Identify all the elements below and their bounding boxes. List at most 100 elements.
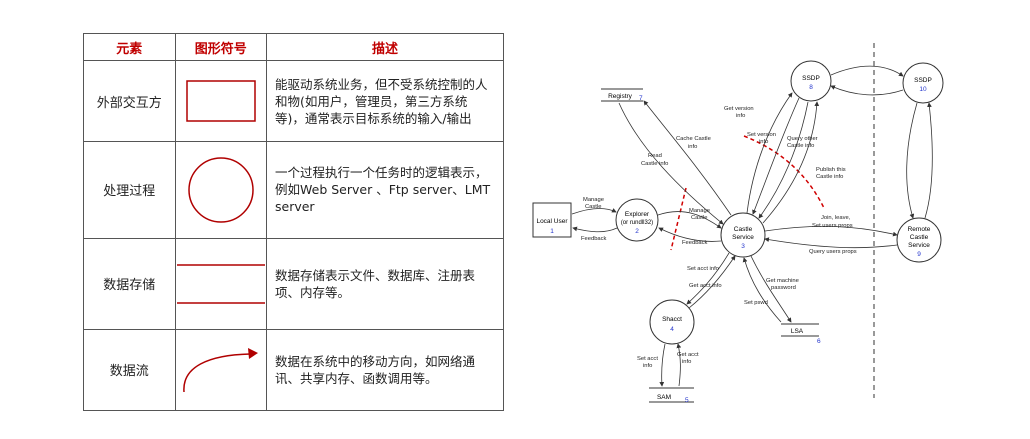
data-flow-symbol bbox=[174, 328, 267, 412]
svg-text:Get machine: Get machine bbox=[766, 278, 799, 284]
flow-join-leave bbox=[764, 225, 898, 237]
svg-text:Cache Castle: Cache Castle bbox=[676, 136, 711, 142]
svg-text:Get version: Get version bbox=[724, 106, 754, 112]
trust-boundary-red-left bbox=[670, 187, 687, 251]
flow-labels: Manage Castle Feedback Manage Castle Fee… bbox=[581, 106, 857, 369]
svg-text:Shacct: Shacct bbox=[662, 316, 682, 323]
svg-text:Castle: Castle bbox=[585, 204, 601, 210]
svg-text:Castle: Castle bbox=[691, 215, 707, 221]
svg-text:Set pswd: Set pswd bbox=[744, 300, 768, 306]
svg-text:6: 6 bbox=[817, 338, 821, 345]
svg-text:Read: Read bbox=[648, 153, 662, 159]
ssdp-8-process: SSDP 8 bbox=[790, 60, 832, 102]
curved-arrow-icon bbox=[182, 347, 258, 392]
svg-text:SSDP: SSDP bbox=[802, 75, 820, 82]
svg-text:1: 1 bbox=[550, 228, 554, 235]
external-entity-symbol bbox=[174, 60, 267, 143]
flow-feedback-2 bbox=[658, 227, 722, 242]
element-description: 能驱动系统业务，但不受系统控制的人和物(如用户，管理员，第三方系统等)，通常表示… bbox=[266, 60, 504, 143]
ssdp-10-process: SSDP 10 bbox=[902, 62, 944, 104]
castle-service-process: Castle Service 3 bbox=[720, 212, 766, 258]
registry-data-store: Registry 7 bbox=[601, 88, 643, 102]
table-row: 数据流 数据在系统中的移动方向，如网络通讯、共享内存、函数调用等。 bbox=[83, 328, 504, 412]
svg-text:SAM: SAM bbox=[657, 394, 671, 401]
svg-text:Explorer: Explorer bbox=[625, 211, 650, 218]
svg-text:Get acct: Get acct bbox=[677, 352, 699, 358]
element-description: 一个过程执行一个任务时的逻辑表示，例如Web Server 、Ftp serve… bbox=[266, 141, 504, 239]
flow-get-version bbox=[746, 92, 793, 214]
process-symbol bbox=[174, 141, 267, 239]
flow-get-acct bbox=[688, 255, 736, 309]
sam-data-store: SAM 5 bbox=[649, 387, 694, 404]
flow-query-users bbox=[764, 237, 898, 249]
header-element: 元素 bbox=[83, 32, 176, 62]
shacct-process: Shacct 4 bbox=[649, 299, 695, 345]
svg-text:Set acct info: Set acct info bbox=[687, 266, 719, 272]
svg-text:8: 8 bbox=[809, 84, 813, 91]
svg-text:Registry: Registry bbox=[608, 93, 633, 100]
flow-get-machine bbox=[750, 255, 792, 323]
data-store-symbol bbox=[174, 237, 267, 330]
local-user-entity: Local User 1 bbox=[532, 202, 572, 238]
svg-text:Feedback: Feedback bbox=[682, 240, 708, 246]
flow-read-castle bbox=[618, 102, 724, 225]
svg-text:Service: Service bbox=[732, 234, 754, 241]
svg-text:7: 7 bbox=[639, 95, 643, 102]
svg-text:3: 3 bbox=[741, 243, 745, 250]
svg-text:info: info bbox=[688, 144, 697, 150]
flow-set-version bbox=[752, 97, 800, 215]
flow-cache-castle bbox=[643, 100, 732, 216]
element-description: 数据存储表示文件、数据库、注册表项、内存等。 bbox=[266, 237, 504, 330]
svg-text:Join, leave,: Join, leave, bbox=[821, 215, 851, 221]
svg-text:Manage: Manage bbox=[689, 208, 710, 214]
svg-text:Castle: Castle bbox=[734, 226, 753, 233]
element-name: 数据流 bbox=[83, 328, 176, 412]
svg-text:password: password bbox=[771, 285, 796, 291]
rectangle-icon bbox=[186, 80, 256, 122]
remote-castle-service-process: Remote Castle Service 9 bbox=[896, 217, 942, 263]
svg-text:10: 10 bbox=[919, 86, 927, 93]
svg-text:info: info bbox=[682, 359, 691, 365]
svg-text:Castle: Castle bbox=[910, 234, 929, 241]
parallel-lines-icon bbox=[176, 263, 265, 304]
svg-text:Query users props: Query users props bbox=[809, 249, 857, 255]
flow-feedback bbox=[572, 226, 618, 233]
trust-boundary-red-upper bbox=[743, 135, 825, 209]
svg-text:Set version: Set version bbox=[747, 132, 776, 138]
svg-text:2: 2 bbox=[635, 228, 639, 235]
table-row: 数据存储 数据存储表示文件、数据库、注册表项、内存等。 bbox=[83, 237, 504, 330]
svg-text:Query other: Query other bbox=[787, 136, 818, 142]
element-name: 处理过程 bbox=[83, 141, 176, 239]
svg-text:Castle info: Castle info bbox=[641, 161, 668, 167]
svg-text:SSDP: SSDP bbox=[914, 77, 932, 84]
flow-manage-castle-2 bbox=[657, 211, 722, 229]
explorer-process: Explorer (or rundll32) 2 bbox=[615, 198, 659, 242]
flow-set-acct bbox=[686, 252, 730, 305]
flow-set-pswd bbox=[742, 257, 782, 323]
svg-text:4: 4 bbox=[670, 326, 674, 333]
svg-text:Remote: Remote bbox=[908, 226, 931, 233]
svg-text:5: 5 bbox=[685, 397, 689, 404]
flow-set-acct-sam bbox=[659, 343, 666, 387]
flow-publish bbox=[762, 101, 820, 224]
flow-ssdp10-remote-2 bbox=[924, 102, 933, 219]
svg-text:info: info bbox=[759, 139, 768, 145]
flow-get-acct-sam bbox=[676, 343, 682, 387]
flow-ssdp-link-1 bbox=[830, 65, 904, 77]
svg-text:info: info bbox=[736, 113, 745, 119]
svg-text:Manage: Manage bbox=[583, 197, 604, 203]
header-symbol: 图形符号 bbox=[174, 32, 267, 62]
data-flow-diagram: Local User 1 Explorer (or rundll32) 2 Ca… bbox=[532, 43, 944, 404]
lsa-data-store: LSA 6 bbox=[781, 323, 821, 345]
flow-ssdp-link-2 bbox=[830, 85, 904, 96]
svg-text:Feedback: Feedback bbox=[581, 236, 607, 242]
table-row: 外部交互方 能驱动系统业务，但不受系统控制的人和物(如用户，管理员，第三方系统等… bbox=[83, 60, 504, 143]
element-description: 数据在系统中的移动方向，如网络通讯、共享内存、函数调用等。 bbox=[266, 328, 504, 412]
svg-text:(or rundll32): (or rundll32) bbox=[621, 220, 653, 226]
flow-query-other bbox=[758, 101, 809, 219]
table-row: 处理过程 一个过程执行一个任务时的逻辑表示，例如Web Server 、Ftp … bbox=[83, 141, 504, 239]
svg-text:Local User: Local User bbox=[536, 218, 568, 225]
dfd-legend-table: 元素 图形符号 描述 外部交互方 能驱动系统业务，但不受系统控制的人和物(如用户… bbox=[83, 32, 504, 412]
svg-text:Service: Service bbox=[908, 242, 930, 249]
data-flows bbox=[571, 65, 933, 387]
